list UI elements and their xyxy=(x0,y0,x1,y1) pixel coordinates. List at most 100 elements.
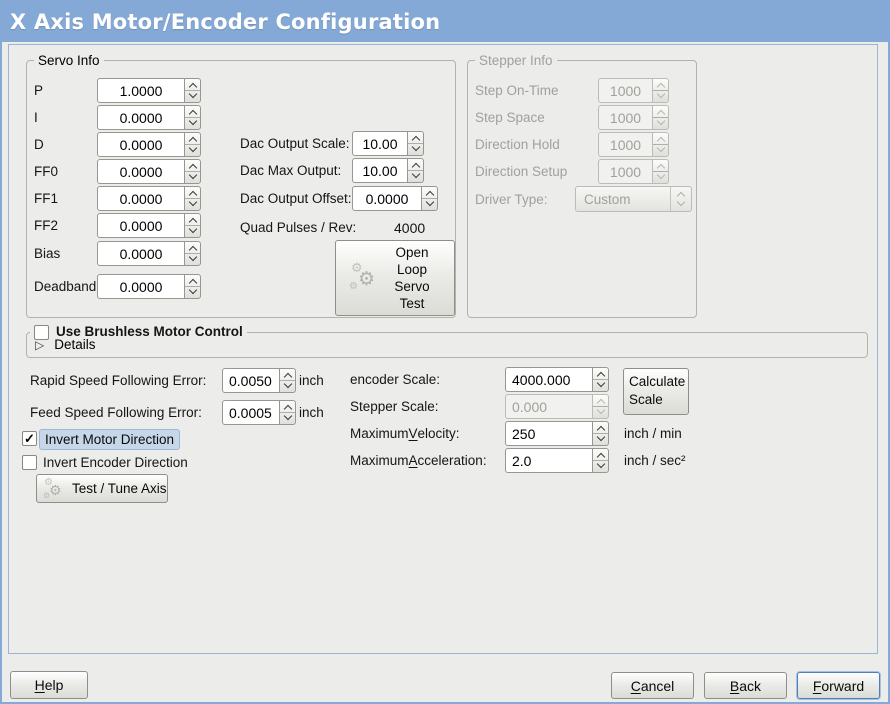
encoder-scale-input[interactable]: 4000.000 xyxy=(505,367,593,392)
dac-output-scale-spin-buttons[interactable] xyxy=(407,131,424,156)
feed-following-error-input[interactable]: 0.0005 xyxy=(222,400,280,425)
deadband-input[interactable]: 0.0000 xyxy=(97,274,185,299)
brushless-legend: Use Brushless Motor Control xyxy=(30,323,247,341)
p-gain-input[interactable]: 1.0000 xyxy=(97,78,185,103)
rapid-following-error-input[interactable]: 0.0050 xyxy=(222,368,280,393)
dac-output-offset-spinbox: 0.0000 xyxy=(352,186,438,211)
ff0-input[interactable]: 0.0000 xyxy=(97,159,185,184)
ff0-label: FF0 xyxy=(34,164,59,179)
ff2-label: FF2 xyxy=(34,218,59,233)
deadband-spin-buttons[interactable] xyxy=(184,274,201,299)
encoder-scale-label: encoder Scale: xyxy=(350,372,441,387)
dac-output-scale-label: Dac Output Scale: xyxy=(240,136,350,151)
driver-type-label: Driver Type: xyxy=(475,191,548,207)
i-gain-input[interactable]: 0.0000 xyxy=(97,105,185,130)
p-gain-label: P xyxy=(34,83,44,98)
rapid-following-error-unit: inch xyxy=(299,373,324,388)
help-button[interactable]: Help xyxy=(10,671,88,699)
invert-motor-label[interactable]: Invert Motor Direction xyxy=(39,429,181,450)
check-icon: ✓ xyxy=(24,431,35,446)
title-bar: X Axis Motor/Encoder Configuration xyxy=(2,2,888,42)
deadband-label: Deadband xyxy=(34,279,97,294)
max-acceleration-input[interactable]: 2.0 xyxy=(505,448,593,473)
d-gain-spinbox: 0.0000 xyxy=(97,132,201,157)
invert-motor-checkbox[interactable]: ✓ xyxy=(22,431,37,446)
max-acceleration-spinbox: 2.0 xyxy=(505,448,609,473)
help-button-label: Help xyxy=(34,677,64,693)
dac-max-output-spin-buttons[interactable] xyxy=(407,158,424,183)
direction-hold-input: 1000 xyxy=(598,132,653,157)
dac-output-scale-input[interactable]: 10.00 xyxy=(352,131,408,156)
ff2-spinbox: 0.0000 xyxy=(97,213,201,238)
forward-button[interactable]: Forward xyxy=(797,672,880,699)
dac-output-offset-spin-buttons[interactable] xyxy=(421,186,438,211)
ff1-label: FF1 xyxy=(34,191,59,206)
direction-setup-spin-buttons xyxy=(652,159,669,184)
bias-spinbox: 0.0000 xyxy=(97,241,201,266)
test-tune-axis-button[interactable]: ⚙ ⚙ ⚙ Test / Tune Axis xyxy=(36,474,168,503)
max-velocity-spin-buttons[interactable] xyxy=(592,421,609,446)
i-gain-spin-buttons[interactable] xyxy=(184,105,201,130)
step-on-time-input: 1000 xyxy=(598,78,653,103)
bias-spin-buttons[interactable] xyxy=(184,241,201,266)
ff1-input[interactable]: 0.0000 xyxy=(97,186,185,211)
dac-output-scale-spinbox: 10.00 xyxy=(352,131,424,156)
i-gain-spinbox: 0.0000 xyxy=(97,105,201,130)
direction-hold-label: Direction Hold xyxy=(475,137,560,152)
open-loop-servo-test-label: Open Loop Servo Test xyxy=(394,245,430,311)
max-velocity-unit: inch / min xyxy=(624,426,682,441)
stepper-scale-spinbox: 0.000 xyxy=(505,394,609,419)
direction-hold-spin-buttons xyxy=(652,132,669,157)
p-gain-spinbox: 1.0000 xyxy=(97,78,201,103)
test-tune-axis-label: Test / Tune Axis xyxy=(72,481,167,496)
encoder-scale-spinbox: 4000.000 xyxy=(505,367,609,392)
ff1-spin-buttons[interactable] xyxy=(184,186,201,211)
step-on-time-label: Step On-Time xyxy=(475,83,559,98)
use-brushless-checkbox[interactable] xyxy=(34,324,49,340)
window-title: X Axis Motor/Encoder Configuration xyxy=(10,10,441,34)
brushless-frame: Use Brushless Motor Control ▷ Details xyxy=(26,323,868,358)
details-expander[interactable]: ▷ Details xyxy=(35,337,96,352)
rapid-following-error-spin-buttons[interactable] xyxy=(279,368,296,393)
encoder-scale-spin-buttons[interactable] xyxy=(592,367,609,392)
d-gain-input[interactable]: 0.0000 xyxy=(97,132,185,157)
max-velocity-spinbox: 250 xyxy=(505,421,609,446)
invert-encoder-label: Invert Encoder Direction xyxy=(43,455,188,470)
open-loop-servo-test-button[interactable]: ⚙ ⚙ ⚙ Open Loop Servo Test xyxy=(335,240,455,316)
dac-max-output-spinbox: 10.00 xyxy=(352,158,424,183)
direction-hold-spinbox: 1000 xyxy=(598,132,669,157)
cancel-button[interactable]: Cancel xyxy=(611,672,694,699)
p-gain-spin-buttons[interactable] xyxy=(184,78,201,103)
details-label: Details xyxy=(54,337,96,352)
bias-input[interactable]: 0.0000 xyxy=(97,241,185,266)
calculate-scale-button[interactable]: Calculate Scale xyxy=(623,368,689,415)
step-on-time-spinbox: 1000 xyxy=(598,78,669,103)
driver-type-dropdown: Custom xyxy=(575,186,692,212)
back-button[interactable]: Back xyxy=(704,672,787,699)
ff2-spin-buttons[interactable] xyxy=(184,213,201,238)
max-acceleration-spin-buttons[interactable] xyxy=(592,448,609,473)
max-velocity-input[interactable]: 250 xyxy=(505,421,593,446)
d-gain-spin-buttons[interactable] xyxy=(184,132,201,157)
quad-pulses-value: 4000 xyxy=(394,219,426,236)
bias-label: Bias xyxy=(34,246,61,261)
stepper-info-frame-title: Stepper Info xyxy=(475,52,557,70)
quad-pulses-label: Quad Pulses / Rev: xyxy=(240,220,357,235)
ff2-input[interactable]: 0.0000 xyxy=(97,213,185,238)
rapid-following-error-label: Rapid Speed Following Error: xyxy=(30,373,207,388)
servo-info-frame-title: Servo Info xyxy=(34,52,104,70)
step-on-time-spin-buttons xyxy=(652,78,669,103)
invert-encoder-checkbox[interactable] xyxy=(22,455,37,470)
feed-following-error-spin-buttons[interactable] xyxy=(279,400,296,425)
dac-max-output-input[interactable]: 10.00 xyxy=(352,158,408,183)
forward-button-label: Forward xyxy=(812,677,865,694)
direction-setup-label: Direction Setup xyxy=(475,164,568,179)
stepper-scale-input: 0.000 xyxy=(505,394,593,419)
d-gain-label: D xyxy=(34,137,44,152)
dac-output-offset-input[interactable]: 0.0000 xyxy=(352,186,422,211)
ff0-spin-buttons[interactable] xyxy=(184,159,201,184)
cancel-button-label: Cancel xyxy=(630,677,675,694)
back-button-label: Back xyxy=(729,677,762,694)
gears-icon: ⚙ ⚙ ⚙ xyxy=(349,261,376,292)
